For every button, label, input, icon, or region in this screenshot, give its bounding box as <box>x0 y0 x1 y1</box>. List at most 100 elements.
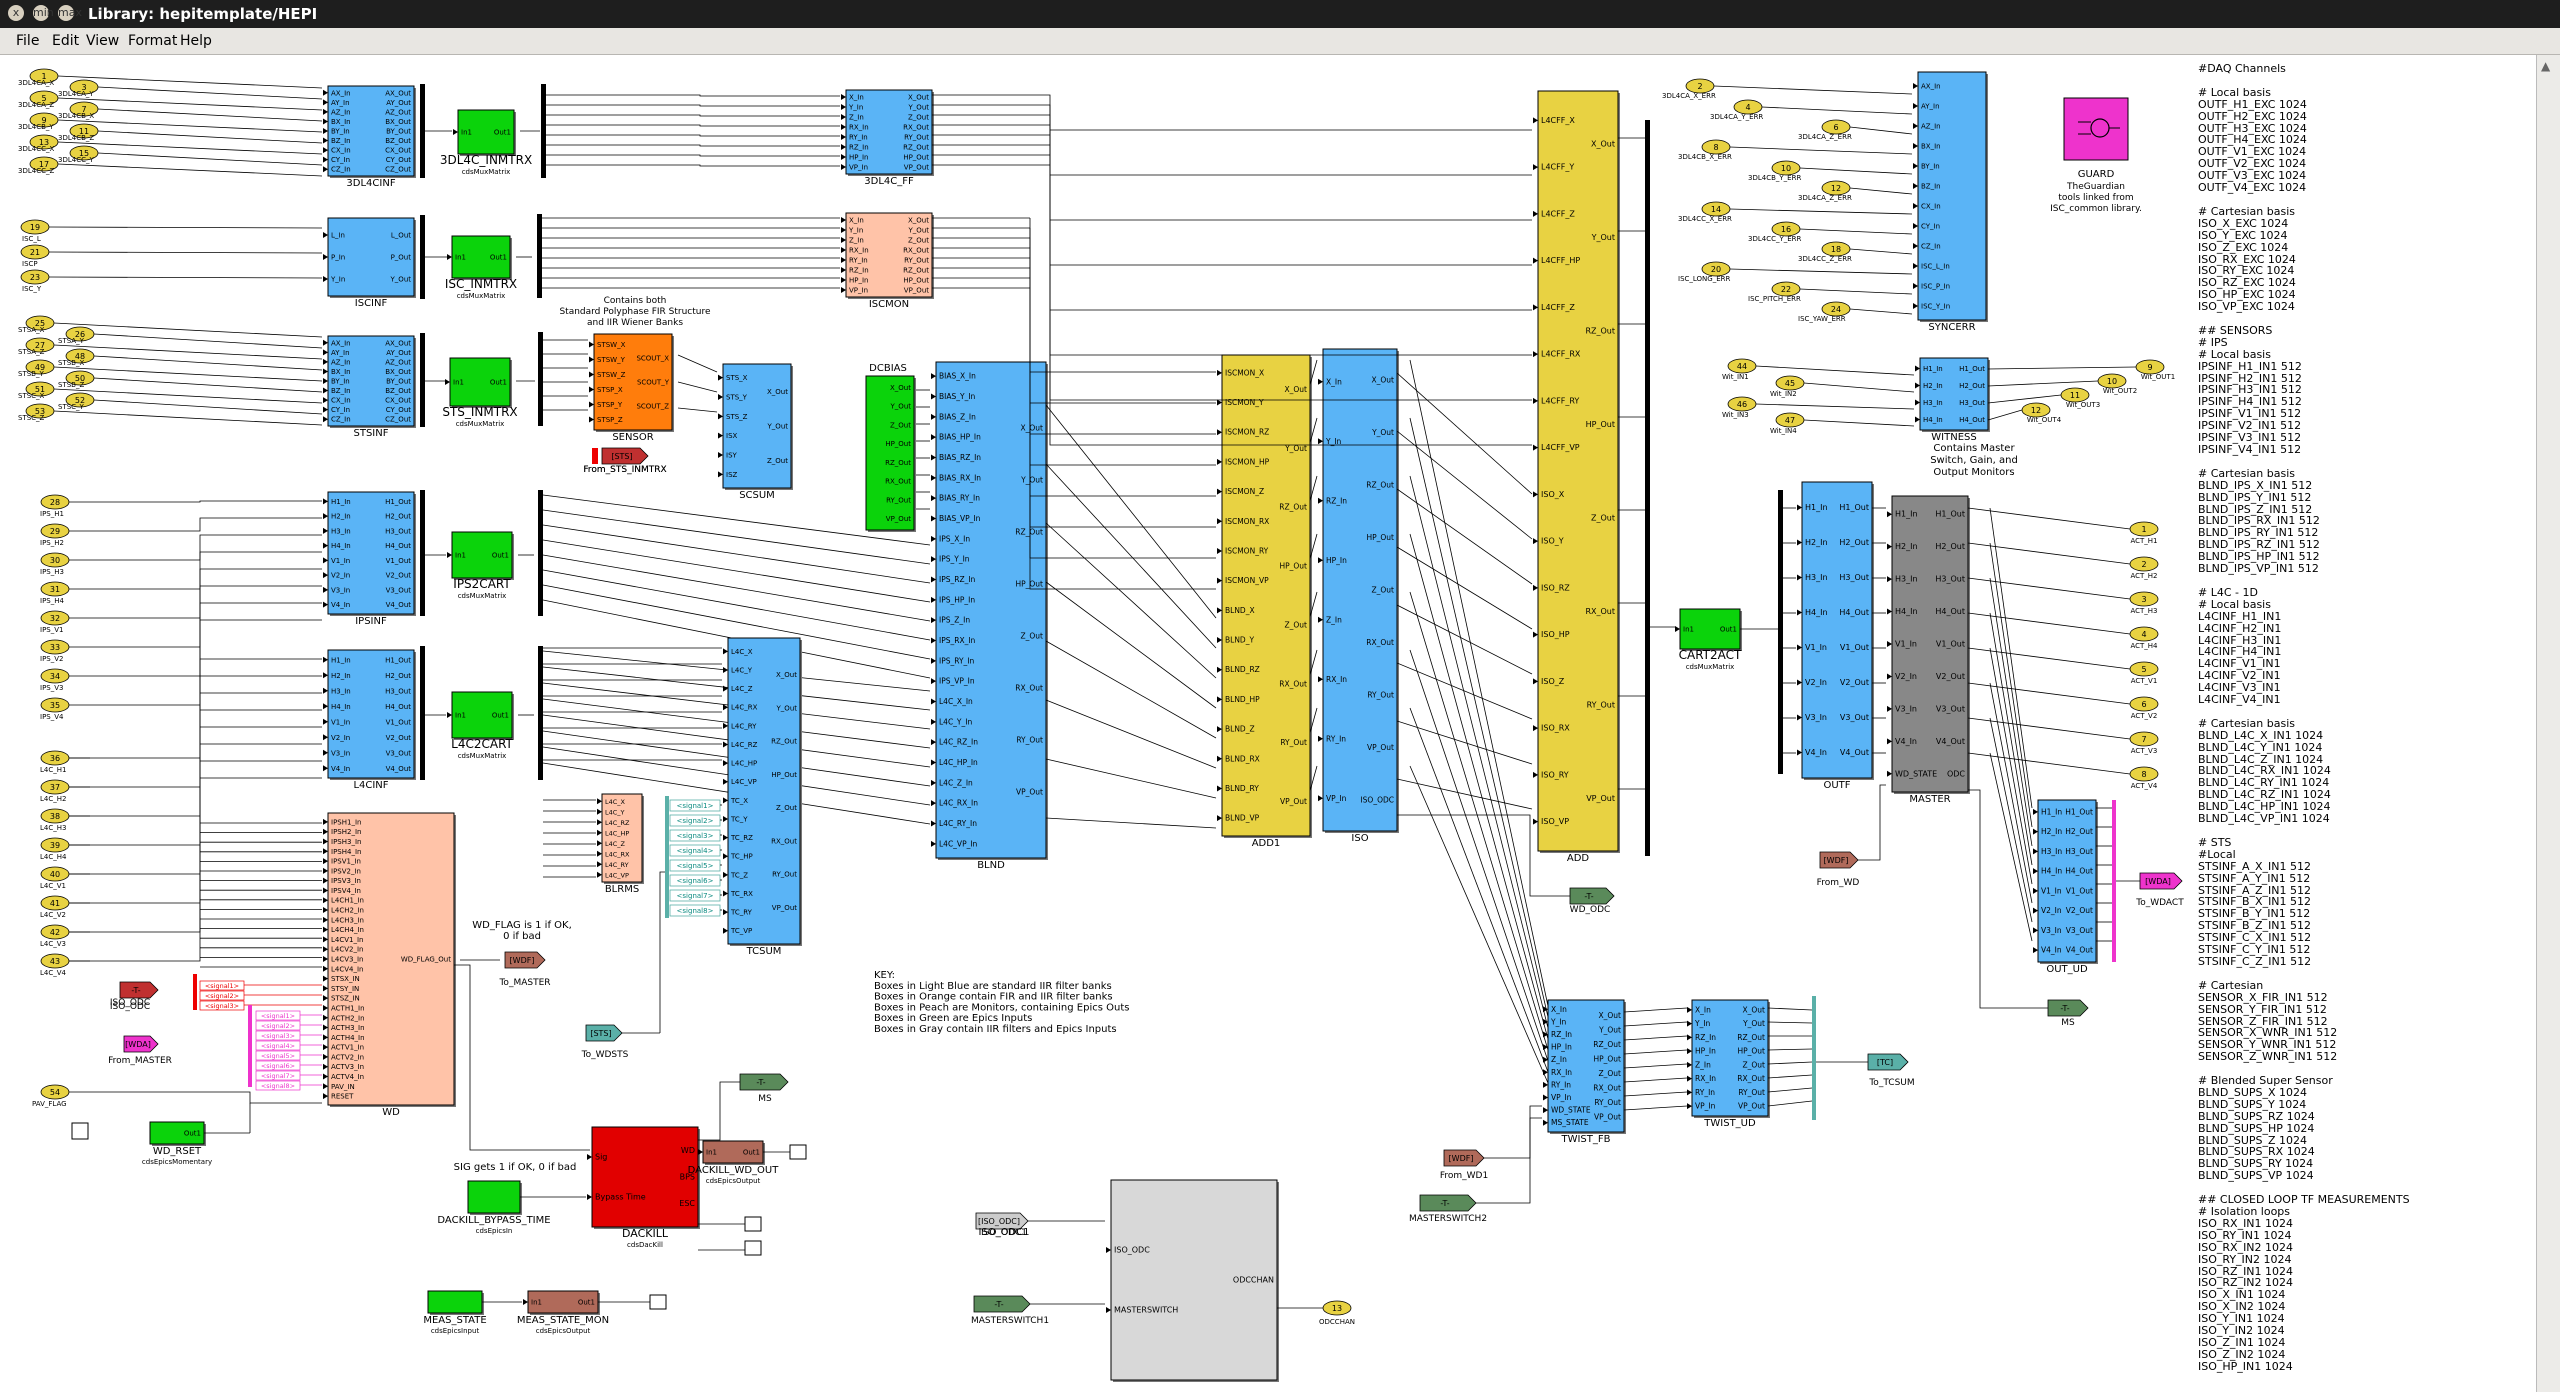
tag-from-master[interactable]: [WDA]From_MASTER <box>108 1035 172 1066</box>
tag-ms[interactable]: -T-MS <box>2047 999 2089 1028</box>
block-blrms[interactable]: L4C_XL4C_YL4C_RZL4C_HPL4C_ZL4C_RXL4C_RYL… <box>597 793 644 895</box>
block-witness[interactable]: H1_InH2_InH3_InH4_InH1_OutH2_OutH3_OutH4… <box>1915 357 1990 443</box>
tag-wd-odc[interactable]: -T-WD_ODC <box>1569 887 1615 915</box>
menu-file[interactable]: File <box>16 33 40 49</box>
tag-to-wdsts[interactable]: [STS]To_WDSTS <box>581 1024 629 1060</box>
menu-edit[interactable]: Edit <box>52 33 80 49</box>
tag-from-wd1[interactable]: [WDF]From_WD1 <box>1440 1149 1488 1181</box>
tag-masterswitch1[interactable]: -T-MASTERSWITCH1 <box>971 1295 1049 1326</box>
tag-masterswitch2[interactable]: -T-MASTERSWITCH2 <box>1409 1194 1487 1224</box>
block-outf[interactable]: H1_InH2_InH3_InH4_InV1_InV2_InV3_InV4_In… <box>1797 481 1874 791</box>
block-3dl4c-ff[interactable]: X_InY_InZ_InRX_InRY_InRZ_InHP_InVP_InX_O… <box>841 89 934 187</box>
outport-act-h2[interactable]: 2ACT_H2 <box>2129 556 2159 580</box>
guard-block[interactable]: GUARD <box>2063 97 2129 180</box>
block-3dl4cinf[interactable]: AX_InAY_InAZ_InBX_InBY_InBZ_InCX_InCY_In… <box>323 85 416 189</box>
tag-ms[interactable]: -T-MS <box>739 1073 789 1104</box>
maximize-icon[interactable]: max <box>58 5 82 21</box>
block-stsinf[interactable]: AX_InAY_InAZ_InBX_InBY_InBZ_InCX_InCY_In… <box>323 335 416 439</box>
block-twist-fb[interactable]: X_InY_InRZ_InHP_InZ_InRX_InRY_InVP_InWD_… <box>1543 999 1626 1145</box>
tag-iso-odc[interactable]: -T-ISO_ODC <box>110 981 159 1008</box>
block-wd[interactable]: IPSH1_InIPSH2_InIPSH3_InIPSH4_InIPSV1_In… <box>323 812 456 1118</box>
minimize-icon[interactable]: min <box>33 5 54 21</box>
scroll-up-icon[interactable]: ▲ <box>2541 59 2551 73</box>
tag-iso-odc1[interactable]: [ISO_ODC]ISO_ODC1 <box>975 1212 1029 1238</box>
block-twist-ud[interactable]: X_InY_InRZ_InHP_InZ_InRX_InRY_InVP_InX_O… <box>1687 999 1770 1129</box>
tag-to-tcsum[interactable]: [TC]To_TCSUM <box>1867 1053 1915 1088</box>
block-add[interactable]: L4CFF_XL4CFF_YL4CFF_ZL4CFF_HPL4CFF_ZL4CF… <box>1533 90 1620 864</box>
block-scsum[interactable]: STS_XSTS_YSTS_ZISXISYISZX_OutY_OutZ_OutS… <box>718 363 793 501</box>
tag-to-master[interactable]: [WDF]To_MASTER <box>498 951 551 988</box>
menu-view[interactable]: View <box>86 33 120 49</box>
block-syncerr[interactable]: AX_InAY_InAZ_InBX_InBY_InBZ_InCX_InCY_In… <box>1913 71 1988 333</box>
vertical-scrollbar[interactable]: ▲ <box>2536 55 2560 1392</box>
close-icon[interactable]: x <box>8 5 24 21</box>
block-l4cinf[interactable]: H1_InH2_InH3_InH4_InV1_InV2_InV3_InV4_In… <box>323 649 416 791</box>
block-add1[interactable]: ISCMON_XISCMON_YISCMON_RZISCMON_HPISCMON… <box>1217 354 1312 849</box>
block-master[interactable]: H1_InH2_InH3_InH4_InV1_InV2_InV3_InV4_In… <box>1887 495 1970 805</box>
block-out-ud[interactable]: H1_InH2_InH3_InH4_InV1_InV2_InV3_InV4_In… <box>2033 799 2098 975</box>
